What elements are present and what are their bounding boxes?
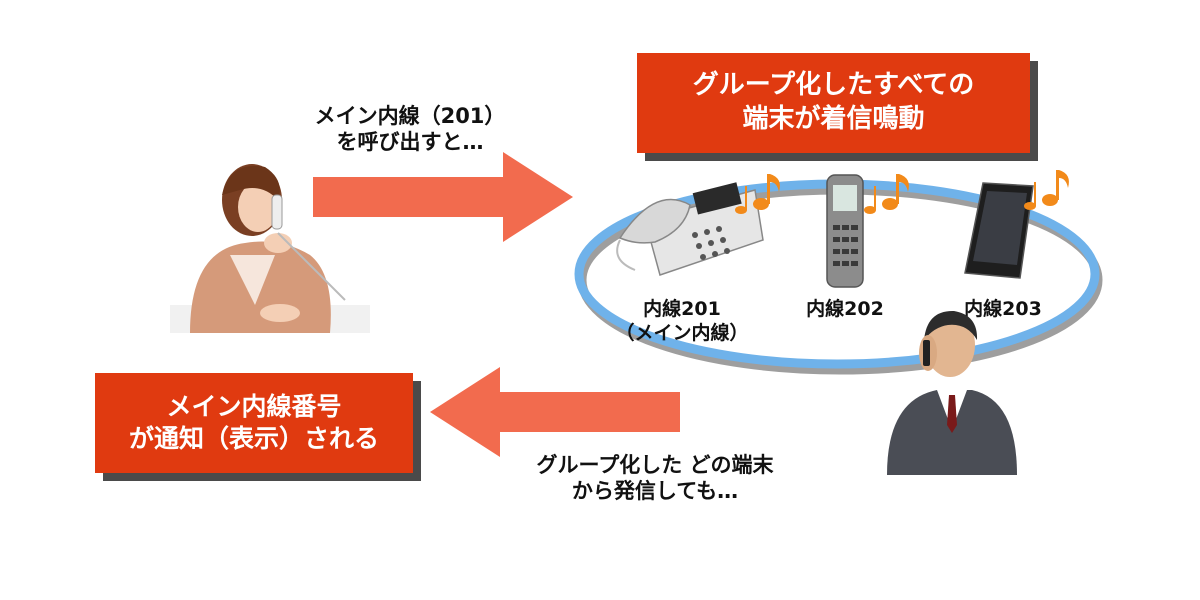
woman-caller-illustration xyxy=(170,164,370,333)
number-notified-box: メイン内線番号 が通知（表示）される xyxy=(95,373,413,473)
outgoing-arrow-left xyxy=(430,367,680,457)
smartphone-icon xyxy=(964,182,1034,279)
call-arrow-right xyxy=(313,152,573,242)
ext-label-203: 内線203 xyxy=(964,298,1042,320)
ring-note-icon xyxy=(864,174,909,214)
cordless-phone-icon xyxy=(826,174,864,288)
ext-label-202: 内線202 xyxy=(806,298,884,320)
desk-phone-icon xyxy=(616,182,764,276)
businessman-illustration xyxy=(887,310,1017,475)
ring-all-box: グループ化したすべての 端末が着信鳴動 xyxy=(637,53,1030,153)
caller-call-text: メイン内線（201） を呼び出すと… xyxy=(314,104,506,155)
ring-note-icon xyxy=(1024,170,1069,210)
ext-label-201: 内線201 （メイン内線） xyxy=(615,298,749,344)
ring-note-icon xyxy=(735,174,780,214)
outgoing-text: グループ化した どの端末 から発信しても… xyxy=(536,453,774,504)
